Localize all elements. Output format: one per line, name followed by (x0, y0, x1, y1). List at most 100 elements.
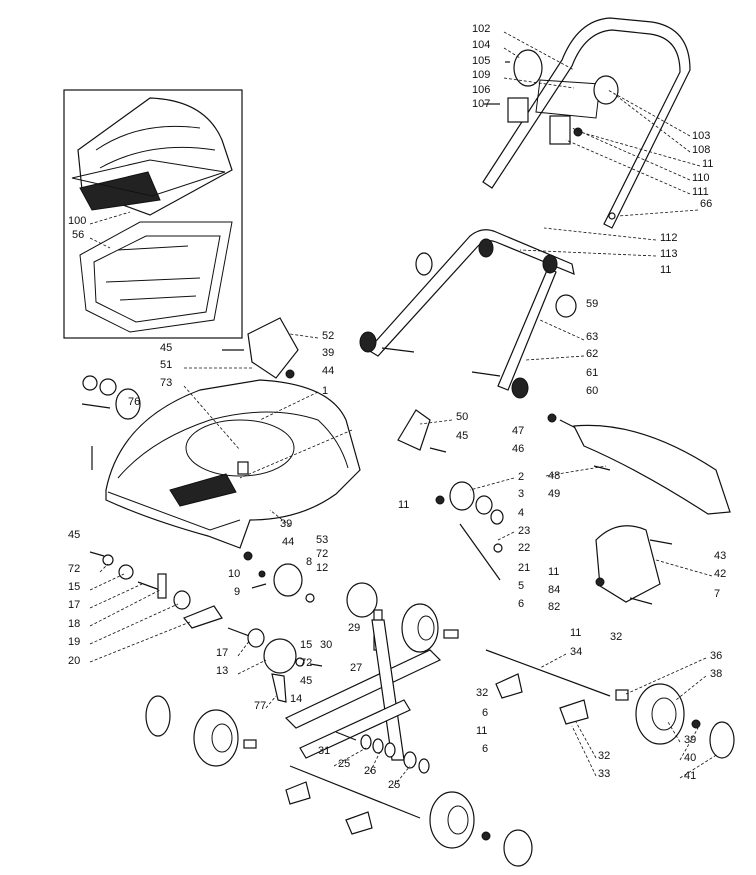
callout-6: 6 (482, 707, 488, 719)
callout-102: 102 (472, 23, 490, 35)
grass-bag-top-rim (71, 159, 226, 197)
leader-100 (89, 211, 131, 225)
callout-59: 59 (586, 298, 598, 310)
handle-nut-right (542, 254, 558, 274)
plate-18 (157, 573, 167, 599)
wheel-tyre (401, 603, 439, 653)
axle-lower (289, 765, 421, 819)
key-9 (251, 583, 267, 589)
grass-bag-bottom (79, 171, 161, 211)
deck-contour (117, 411, 349, 479)
leader-39-wheel (667, 721, 681, 743)
wheel-rear-right-upper (401, 603, 459, 653)
callout-11: 11 (570, 627, 581, 639)
leader-77 (265, 695, 277, 709)
leader-deck-cut (239, 429, 353, 479)
wheel-tyre-38 (635, 683, 685, 745)
callout-7: 7 (714, 588, 720, 600)
axle-frame-27 (284, 619, 442, 761)
washer-26-a (360, 734, 372, 750)
callout-34: 34 (570, 646, 582, 658)
screw-66 (608, 212, 616, 220)
handle-nut-left (478, 238, 494, 258)
grass-bag-inset (63, 89, 243, 339)
leader-25-left (333, 747, 367, 767)
callout-109: 109 (472, 69, 490, 81)
callout-17: 17 (216, 647, 228, 659)
leader-1 (259, 391, 319, 421)
callout-5: 5 (518, 580, 524, 592)
callout-66: 66 (700, 198, 712, 210)
callout-19: 19 (68, 636, 80, 648)
callout-45: 45 (300, 675, 312, 687)
callout-40: 40 (684, 752, 696, 764)
bracket-14 (271, 673, 287, 703)
washer-26-b (372, 738, 384, 754)
bolt-5 (459, 523, 501, 581)
callout-112: 112 (660, 232, 678, 244)
hub-cap-left (145, 695, 171, 737)
wheel-bushing (443, 629, 459, 639)
bushing-15-left (118, 564, 134, 580)
mower-deck (105, 379, 361, 549)
leader-26 (369, 751, 381, 773)
callout-39: 39 (684, 734, 696, 746)
wheel-tyre-bottom (429, 791, 475, 849)
callout-11: 11 (398, 499, 409, 511)
leader-104 (503, 47, 521, 59)
leader-11-upper (579, 131, 701, 167)
roller-13 (263, 638, 297, 674)
callout-110: 110 (692, 172, 710, 184)
callout-45: 45 (68, 529, 80, 541)
handle-pivot-left (359, 331, 377, 353)
leader-34 (539, 653, 567, 669)
callout-82: 82 (548, 601, 560, 613)
hub-cap-bottom (503, 829, 533, 867)
rear-flap-46 (573, 424, 731, 515)
washer-47 (547, 413, 557, 423)
deck-bolt (237, 461, 249, 475)
leader-20 (89, 621, 191, 663)
callout-17: 17 (68, 599, 80, 611)
callout-43: 43 (714, 550, 726, 562)
callout-111: 111 (692, 186, 709, 198)
cable-clamp (549, 115, 571, 145)
handle-crossbar (535, 79, 601, 119)
callout-39: 39 (280, 518, 292, 530)
nut-4 (490, 509, 504, 525)
callout-26: 26 (364, 765, 376, 777)
bushing-left (82, 375, 98, 391)
washer-bottom (481, 831, 491, 841)
bushing-36 (615, 689, 629, 701)
callout-62: 62 (586, 348, 598, 360)
leader-40 (679, 727, 699, 761)
callout-11: 11 (548, 566, 559, 578)
callout-49: 49 (548, 488, 560, 500)
bolt-43 (649, 539, 673, 545)
washer-72-left (102, 554, 114, 566)
callout-47: 47 (512, 425, 524, 437)
leader-62 (525, 355, 585, 361)
callout-6: 6 (482, 743, 488, 755)
callout-39: 39 (322, 347, 334, 359)
bag-wire-braces (105, 245, 201, 301)
leader-56 (89, 237, 111, 249)
deck-body (105, 379, 361, 549)
callout-72: 72 (300, 657, 312, 669)
callout-21: 21 (518, 562, 530, 574)
callout-45: 45 (456, 430, 468, 442)
switch-box-cover (513, 49, 543, 87)
grass-bag-seams (95, 125, 216, 169)
leader-33 (571, 725, 597, 777)
leader-113 (519, 249, 657, 257)
callout-46: 46 (512, 443, 524, 455)
hub-cap-41 (709, 721, 735, 759)
pivot-bolt-left (381, 347, 415, 353)
wheel-rear-right (615, 683, 735, 759)
leader-72-left (99, 563, 109, 573)
bushing-19 (173, 590, 191, 610)
callout-72: 72 (316, 548, 328, 560)
callout-107: 107 (472, 98, 490, 110)
leader-73 (183, 385, 241, 451)
